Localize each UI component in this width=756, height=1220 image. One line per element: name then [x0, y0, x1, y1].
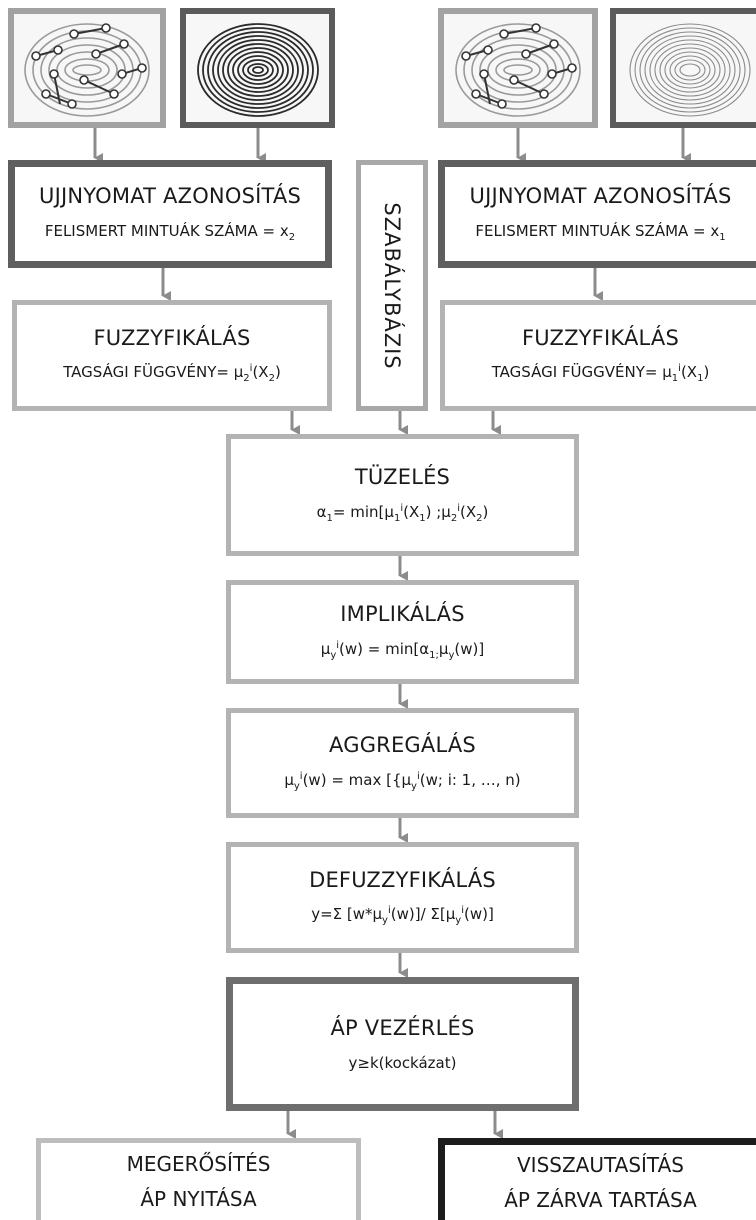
firing-box: TÜZELÉS α1= min[μ1i(X1) ;μ2i(X2): [226, 434, 579, 556]
reject-line2: ÁP ZÁRVA TARTÁSA: [504, 1187, 697, 1212]
fingerprint-image: [180, 8, 335, 128]
accept-box: MEGERŐSÍTÉS ÁP NYITÁSA: [36, 1138, 361, 1220]
fingerprint-minutiae-icon: [24, 23, 150, 117]
fingerprint-light-icon: [629, 23, 751, 117]
firing-formula: α1= min[μ1i(X1) ;μ2i(X2): [316, 502, 489, 524]
defuzzification-formula: y=Σ [w*μyi(w)]/ Σ[μyi(w)]: [311, 905, 494, 927]
firing-title: TÜZELÉS: [354, 465, 451, 490]
fuzzification-right-box: FUZZYFIKÁLÁS TAGSÁGI FÜGGVÉNY= μ1i(X1): [440, 300, 756, 411]
fuzzification-left-box: FUZZYFIKÁLÁS TAGSÁGI FÜGGVÉNY= μ2i(X2): [12, 300, 332, 411]
fingerprint-id-right-subtitle: FELISMERT MINTUÁK SZÁMA = x1: [475, 221, 726, 243]
rule-base-label: SZABÁLYBÁZIS: [380, 201, 404, 370]
fingerprint-id-left-subtitle: FELISMERT MINTUÁK SZÁMA = x2: [44, 221, 296, 243]
gate-control-formula: y≥k(kockázat): [348, 1053, 457, 1072]
aggregation-title: AGGREGÁLÁS: [329, 733, 476, 758]
accept-line2: ÁP NYITÁSA: [140, 1186, 257, 1211]
rule-base-box: SZABÁLYBÁZIS: [356, 160, 428, 411]
fingerprint-id-right-box: UJJNYOMAT AZONOSÍTÁS FELISMERT MINTUÁK S…: [438, 160, 756, 268]
fingerprint-image: [610, 8, 756, 128]
fuzzification-left-formula: TAGSÁGI FÜGGVÉNY= μ2i(X2): [63, 363, 281, 385]
implication-title: IMPLIKÁLÁS: [340, 602, 465, 627]
reject-box: VISSZAUTASÍTÁS ÁP ZÁRVA TARTÁSA: [438, 1138, 756, 1220]
defuzzification-title: DEFUZZYFIKÁLÁS: [309, 867, 496, 892]
gate-control-box: ÁP VEZÉRLÉS y≥k(kockázat): [226, 977, 579, 1111]
fingerprint-id-left-box: UJJNYOMAT AZONOSÍTÁS FELISMERT MINTUÁK S…: [8, 160, 332, 268]
fingerprint-minutiae-image: [8, 8, 166, 128]
implication-box: IMPLIKÁLÁS μyi(w) = min[α1;μy(w)]: [226, 580, 579, 684]
gate-control-title: ÁP VEZÉRLÉS: [330, 1016, 475, 1041]
fuzzification-right-title: FUZZYFIKÁLÁS: [522, 325, 679, 350]
aggregation-box: AGGREGÁLÁS μyi(w) = max [{μyi(w; i: 1, ……: [226, 708, 579, 818]
fuzzification-left-title: FUZZYFIKÁLÁS: [93, 325, 251, 350]
fingerprint-minutiae-image: [438, 8, 598, 128]
fingerprint-id-left-title: UJJNYOMAT AZONOSÍTÁS: [39, 184, 301, 209]
aggregation-formula: μyi(w) = max [{μyi(w; i: 1, …, n): [284, 770, 521, 792]
fingerprint-dark-icon: [197, 23, 319, 117]
reject-line1: VISSZAUTASÍTÁS: [517, 1152, 684, 1177]
fingerprint-id-right-title: UJJNYOMAT AZONOSÍTÁS: [469, 184, 732, 209]
accept-line1: MEGERŐSÍTÉS: [126, 1151, 271, 1176]
fuzzification-right-formula: TAGSÁGI FÜGGVÉNY= μ1i(X1): [491, 363, 710, 385]
fingerprint-minutiae-icon: [455, 23, 581, 117]
defuzzification-box: DEFUZZYFIKÁLÁS y=Σ [w*μyi(w)]/ Σ[μyi(w)]: [226, 842, 579, 953]
implication-formula: μyi(w) = min[α1;μy(w)]: [320, 639, 485, 661]
